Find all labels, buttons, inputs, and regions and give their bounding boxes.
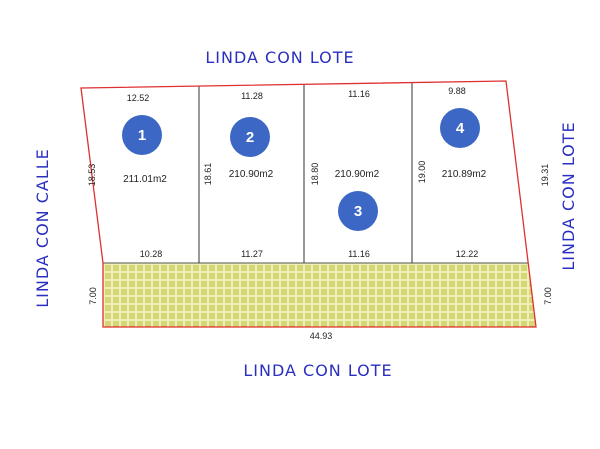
lot-3-top-dimension: 11.16 bbox=[348, 89, 370, 99]
lot-3-number: 3 bbox=[354, 203, 362, 220]
bottom-boundary-label: LINDA CON LOTE bbox=[243, 361, 392, 380]
lot-1-bottom-dimension: 10.28 bbox=[140, 249, 163, 259]
lot-3-marker: 3 bbox=[338, 191, 378, 231]
easement-strip bbox=[103, 263, 536, 327]
lot-1-area: 211.01m2 bbox=[123, 174, 167, 185]
divider-1-2-dimension: 18.61 bbox=[203, 163, 213, 186]
lot-2-top-dimension: 11.28 bbox=[241, 91, 263, 101]
lot-3-area: 210.90m2 bbox=[335, 169, 380, 180]
right-lot-4-dimension: 19.31 bbox=[540, 164, 550, 187]
lot-4-marker: 4 bbox=[440, 108, 480, 148]
left-strip-dimension: 7.00 bbox=[88, 287, 98, 305]
divider-2-3-dimension: 18.80 bbox=[310, 163, 320, 186]
lot-4-top-dimension: 9.88 bbox=[448, 86, 466, 96]
lot-2-area: 210.90m2 bbox=[229, 169, 274, 180]
left-lot-1-dimension: 18.53 bbox=[87, 164, 97, 187]
lot-3-bottom-dimension: 11.16 bbox=[348, 249, 370, 259]
lot-1-number: 1 bbox=[138, 127, 146, 144]
property-boundary bbox=[80, 80, 537, 328]
right-boundary-label: LINDA CON LOTE bbox=[559, 121, 578, 270]
divider-3-4-dimension: 19.00 bbox=[417, 161, 427, 184]
lot-4-number: 4 bbox=[456, 120, 465, 137]
lot-2-number: 2 bbox=[246, 129, 254, 146]
lot-2-marker: 2 bbox=[230, 117, 270, 157]
left-boundary-label: LINDA CON CALLE bbox=[33, 148, 52, 308]
right-strip-dimension: 7.00 bbox=[543, 287, 553, 305]
top-boundary-label: LINDA CON LOTE bbox=[205, 48, 354, 67]
lot-4-bottom-dimension: 12.22 bbox=[456, 249, 479, 259]
lot-1-top-dimension: 12.52 bbox=[127, 93, 150, 103]
lot-1-marker: 1 bbox=[122, 115, 162, 155]
lot-4-area: 210.89m2 bbox=[442, 169, 487, 180]
lot-2-bottom-dimension: 11.27 bbox=[241, 249, 263, 259]
total-bottom-dimension: 44.93 bbox=[310, 331, 333, 341]
